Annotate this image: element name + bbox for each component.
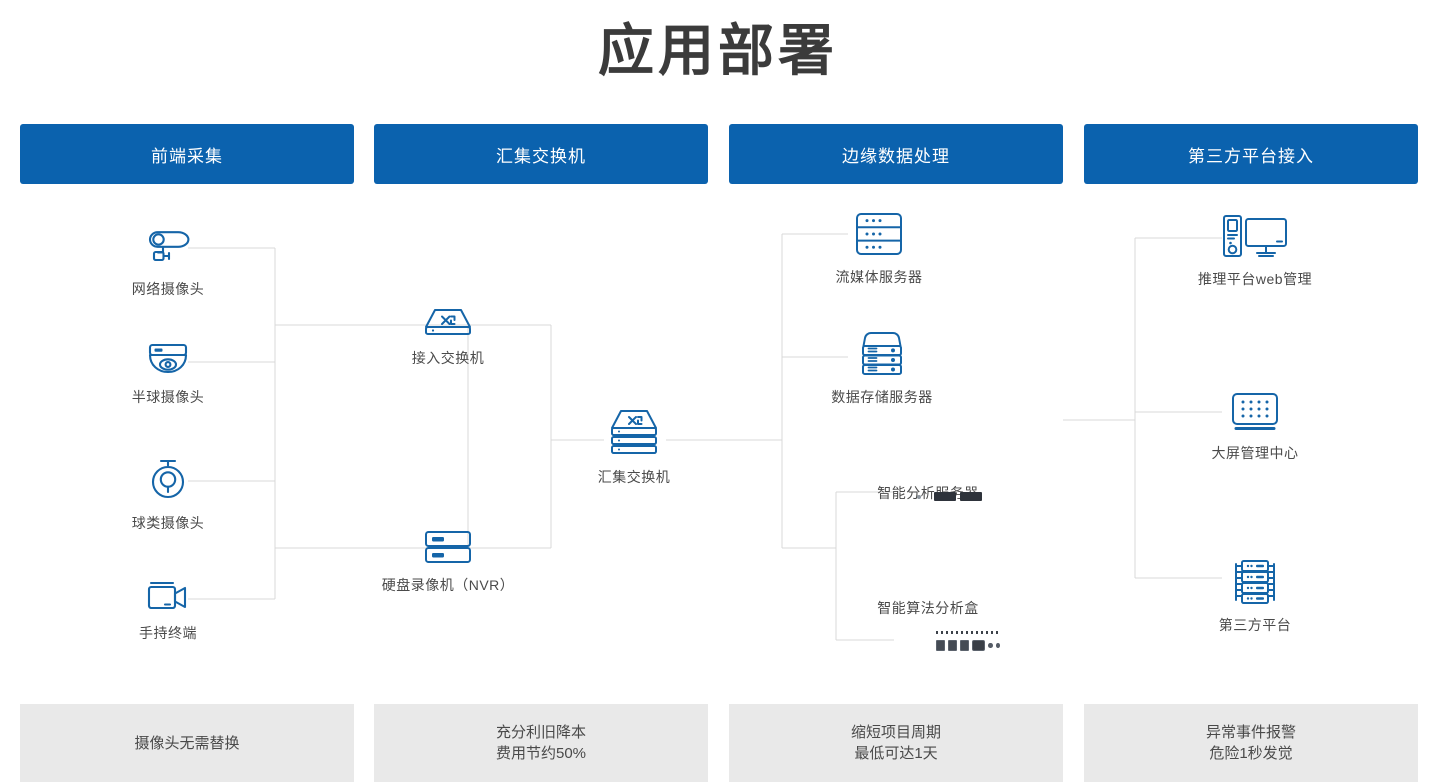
- node-label: 接入交换机: [411, 350, 485, 366]
- node-label: 流媒体服务器: [835, 269, 923, 285]
- handheld-camcorder-icon: [141, 578, 195, 614]
- node-handheld-terminal[interactable]: 手持终端: [128, 578, 208, 643]
- node-label: 智能算法分析盒: [877, 600, 979, 616]
- storage-server-icon: [856, 330, 908, 378]
- pc-monitor-icon: [1219, 212, 1291, 260]
- aggregation-switch-icon: [603, 408, 665, 458]
- node-label: 球类摄像头: [131, 515, 205, 531]
- node-aggregation-switch[interactable]: 汇集交换机: [584, 408, 684, 487]
- node-dome-camera[interactable]: 半球摄像头: [128, 342, 208, 407]
- node-ai-analysis-server[interactable]: 智能分析服务器: [864, 474, 992, 503]
- dome-camera-icon: [142, 342, 194, 378]
- column-header-third-party: 第三方平台接入: [1084, 124, 1418, 184]
- access-switch-icon: [418, 305, 478, 339]
- node-streaming-server[interactable]: 流媒体服务器: [827, 210, 931, 287]
- node-label: 手持终端: [139, 625, 197, 641]
- video-wall-icon: [1227, 390, 1283, 434]
- column-header-label: 第三方平台接入: [1188, 146, 1314, 166]
- node-label: 数据存储服务器: [831, 389, 933, 405]
- footer-benefit-third-party: 异常事件报警 危险1秒发觉: [1084, 704, 1418, 782]
- footer-benefit-edge: 缩短项目周期 最低可达1天: [729, 704, 1063, 782]
- node-third-party-platform[interactable]: 第三方平台: [1206, 558, 1304, 635]
- footer-benefit-label: 摄像头无需替换: [134, 734, 240, 752]
- footer-benefit-label: 缩短项目周期 最低可达1天: [850, 724, 941, 762]
- footer-benefit-label: 充分利旧降本 费用节约50%: [495, 724, 587, 762]
- bullet-camera-icon: [141, 226, 195, 270]
- node-ptz-camera[interactable]: 球类摄像头: [128, 456, 208, 533]
- column-header-label: 边缘数据处理: [842, 146, 950, 166]
- node-video-wall-center[interactable]: 大屏管理中心: [1199, 390, 1311, 463]
- node-inference-web-admin[interactable]: 推理平台web管理: [1187, 212, 1323, 289]
- node-ai-edge-box[interactable]: 智能算法分析盒: [864, 598, 1001, 651]
- footer-benefit-front-end: 摄像头无需替换: [20, 704, 354, 782]
- node-label: 硬盘录像机（NVR）: [381, 577, 515, 593]
- node-label: 第三方平台: [1218, 617, 1292, 633]
- node-label: 智能分析服务器: [877, 485, 979, 501]
- server-rack-icon: [1227, 558, 1283, 606]
- column-header-front-end: 前端采集: [20, 124, 354, 184]
- node-label: 网络摄像头: [131, 281, 205, 297]
- node-nvr[interactable]: 硬盘录像机（NVR）: [382, 528, 514, 595]
- node-storage-server[interactable]: 数据存储服务器: [827, 330, 937, 407]
- column-header-aggregation-switch: 汇集交换机: [374, 124, 708, 184]
- footer-benefit-label: 异常事件报警 危险1秒发觉: [1205, 724, 1296, 762]
- node-label: 半球摄像头: [131, 389, 205, 405]
- footer-benefit-switch: 充分利旧降本 费用节约50%: [374, 704, 708, 782]
- streaming-server-icon: [851, 210, 907, 258]
- page-title: 应用部署: [598, 19, 838, 82]
- node-label: 汇集交换机: [597, 469, 671, 485]
- node-network-camera[interactable]: 网络摄像头: [128, 226, 208, 299]
- column-header-edge-processing: 边缘数据处理: [729, 124, 1063, 184]
- node-access-switch[interactable]: 接入交换机: [408, 305, 488, 368]
- column-header-label: 汇集交换机: [496, 146, 586, 166]
- node-label: 大屏管理中心: [1211, 445, 1299, 461]
- nvr-icon: [418, 528, 478, 566]
- ptz-ball-camera-icon: [144, 456, 192, 504]
- node-label: 推理平台web管理: [1197, 271, 1313, 287]
- column-header-label: 前端采集: [151, 146, 223, 166]
